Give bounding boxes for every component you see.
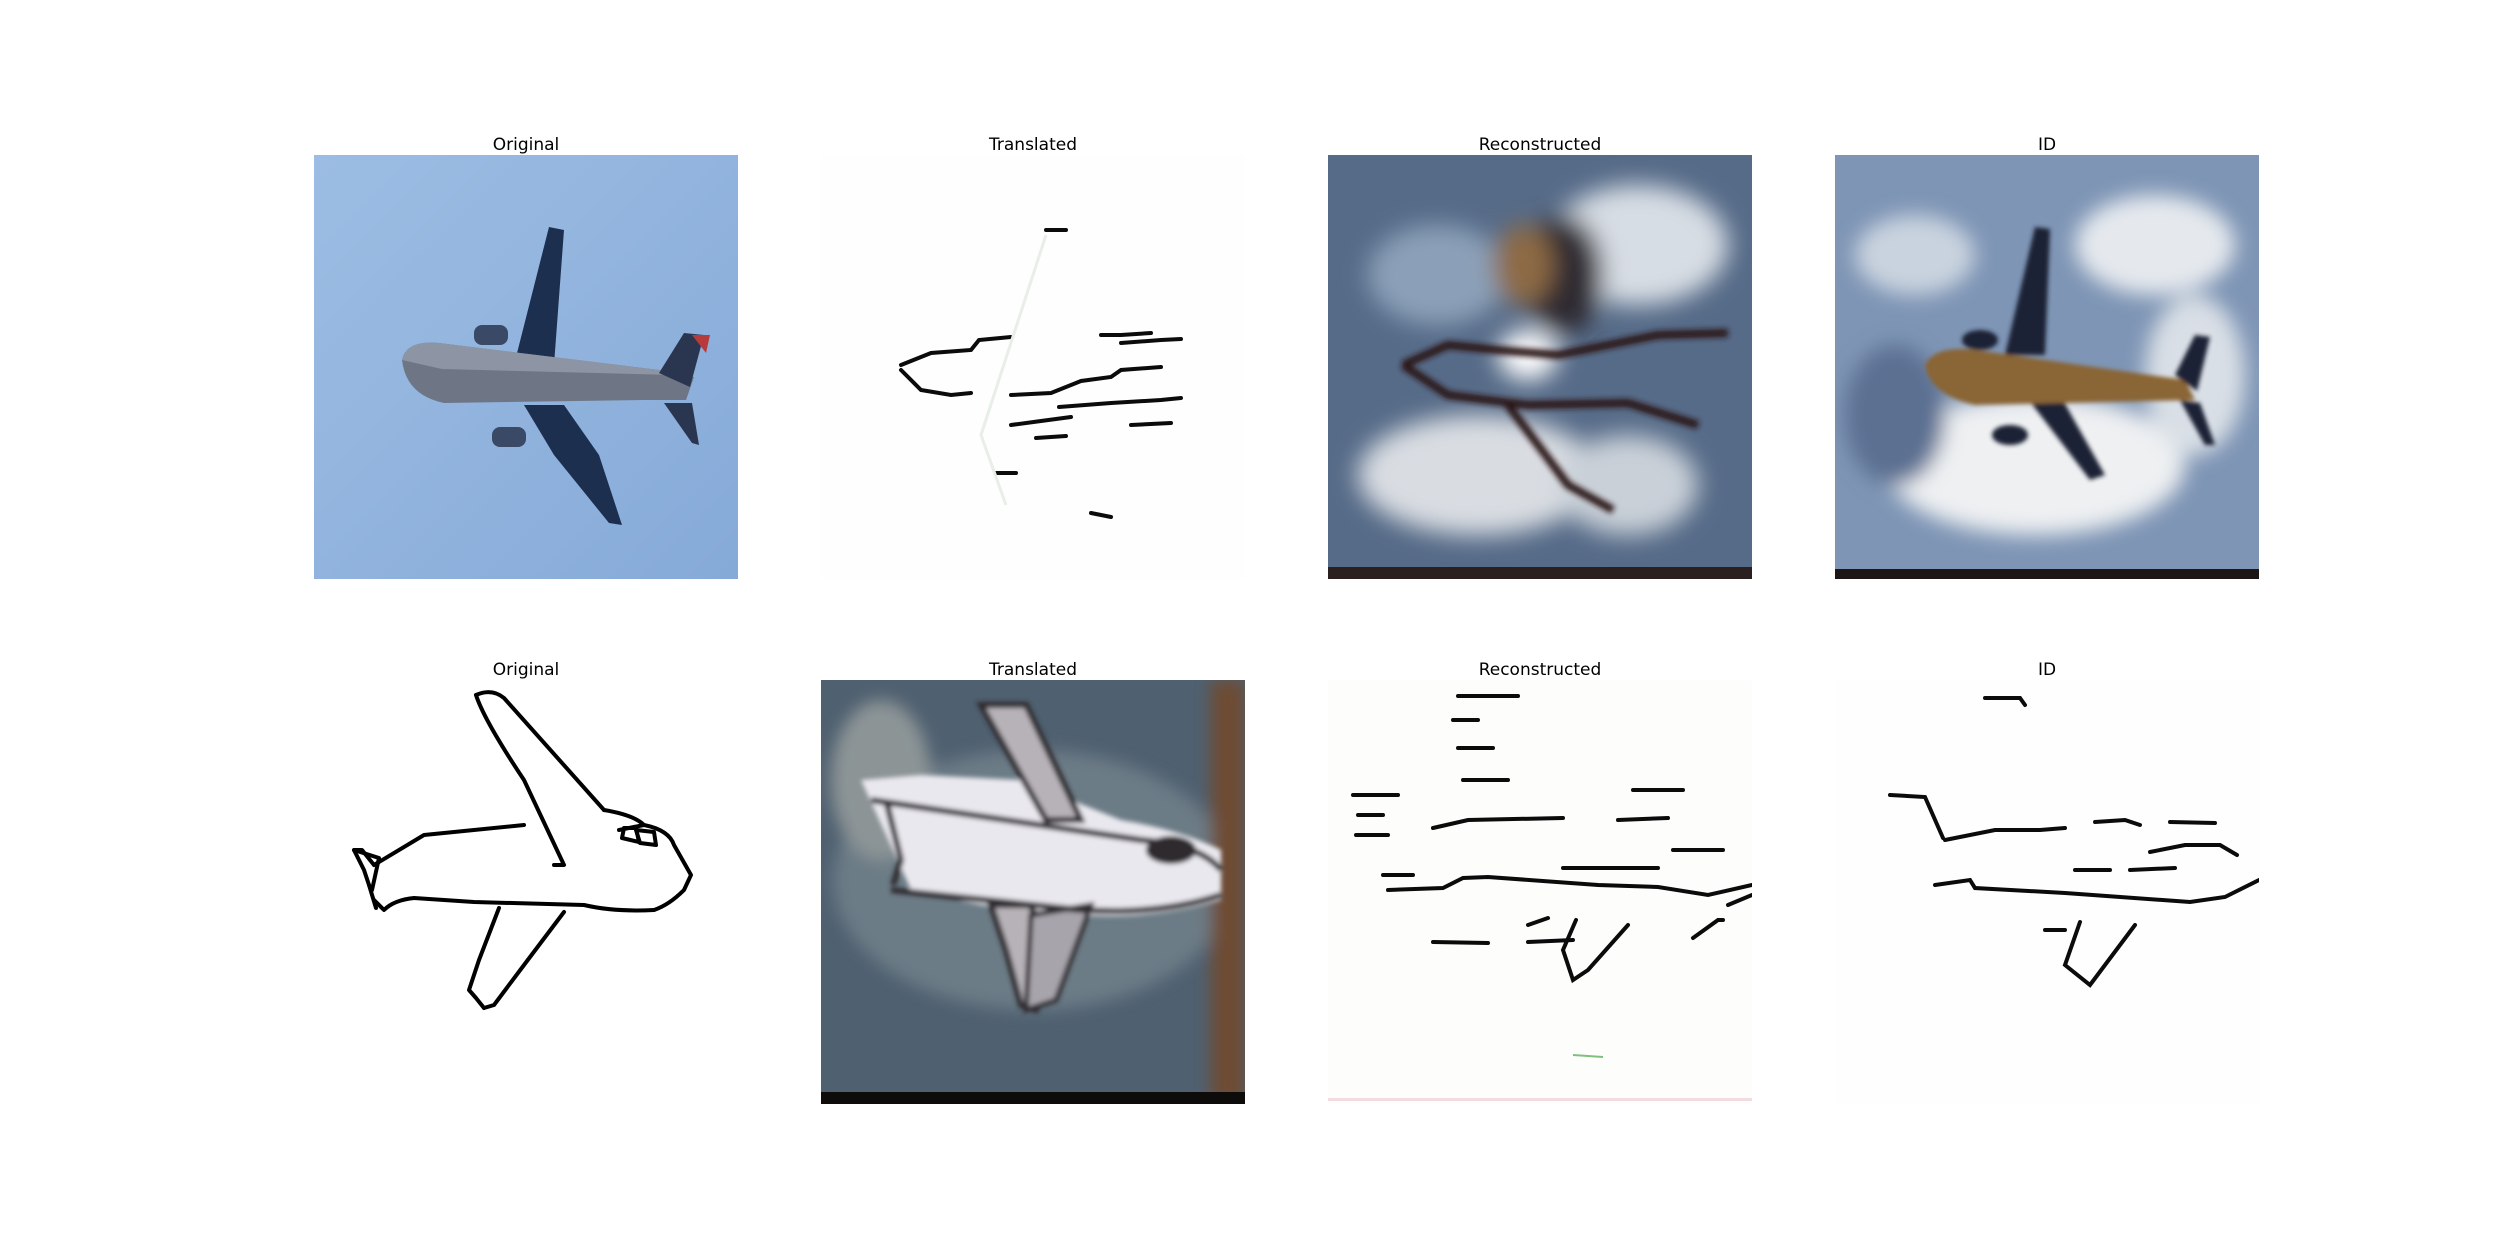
reconstructed-image: [1328, 155, 1752, 579]
airplane-sketch-image: [314, 680, 738, 1104]
id-sketch-image: [1835, 680, 2259, 1104]
panel-title: Translated: [989, 660, 1077, 680]
panel-title: Reconstructed: [1478, 135, 1602, 155]
translated-sketch-image: [821, 155, 1245, 579]
panel-title: Original: [492, 135, 560, 155]
panel-title: ID: [2037, 660, 2057, 680]
airplane-photo-image: [314, 155, 738, 579]
panel-title: Original: [492, 660, 560, 680]
id-image: [1835, 155, 2259, 579]
reconstructed-sketch-image: [1328, 680, 1752, 1104]
panel-title: Translated: [989, 135, 1077, 155]
panel-title: ID: [2037, 135, 2057, 155]
panel-title: Reconstructed: [1478, 660, 1602, 680]
translated-render-image: [821, 680, 1245, 1104]
